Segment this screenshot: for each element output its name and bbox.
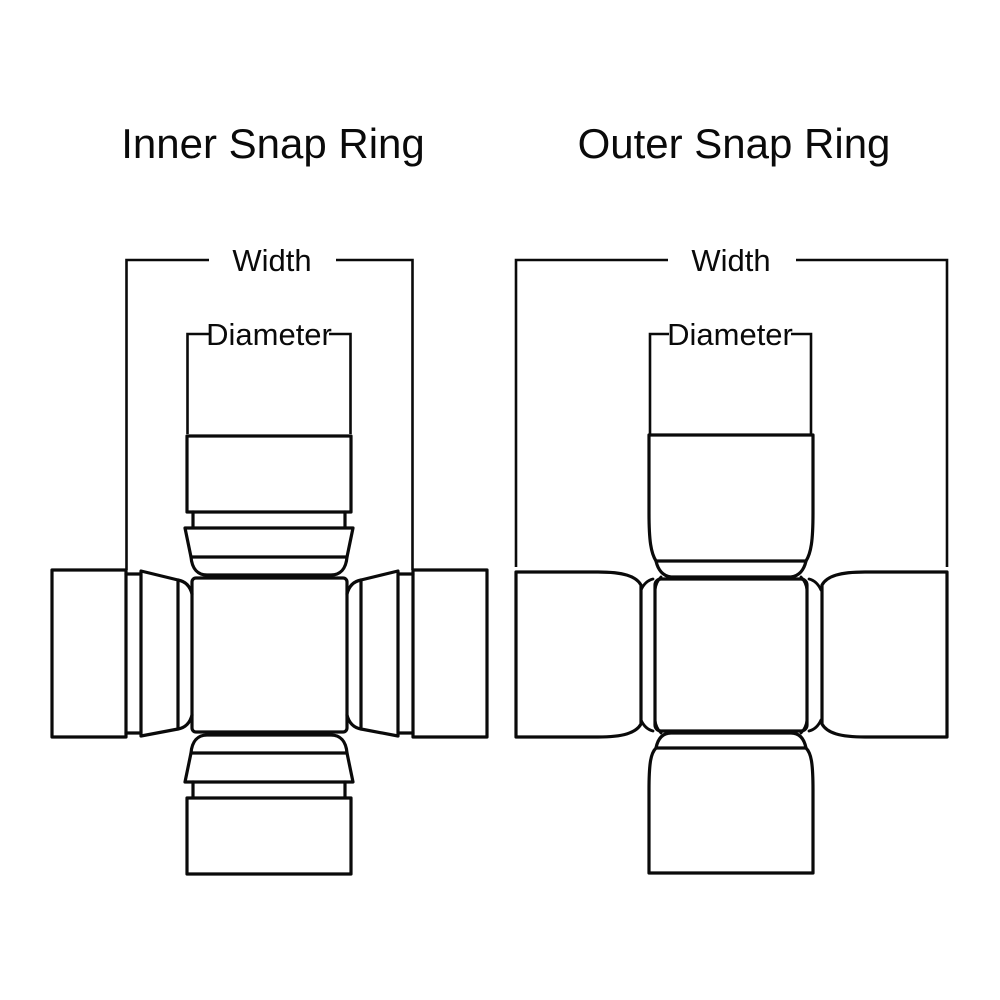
inner-bottom-bearing-cap: [185, 796, 353, 876]
outer-corner-fillet-curves: [639, 575, 823, 735]
outer-cross-body: [653, 577, 809, 733]
inner-right-groove-band: [396, 572, 415, 735]
inner-left-snap-ring-flange: [139, 569, 180, 738]
outer-diameter-label: Diameter: [667, 317, 793, 352]
inner-bottom-bearing-seat: [189, 733, 349, 755]
inner-left-groove-band: [124, 572, 143, 735]
inner-diameter-bracket: [186, 332, 352, 434]
outer-diameter-bracket: [648, 332, 813, 434]
inner-top-groove-band: [191, 510, 347, 530]
inner-right-snap-ring-flange: [359, 569, 400, 738]
outer-width-label: Width: [691, 243, 770, 278]
inner-width-label: Width: [232, 243, 311, 278]
outer-right-bearing-cap: [820, 570, 949, 739]
outer-left-bearing-cap: [514, 570, 643, 739]
outer-figure-title: Outer Snap Ring: [578, 120, 891, 167]
inner-cross-body: [190, 576, 349, 734]
outer-bottom-bearing-cap: [647, 731, 815, 875]
inner-bottom-snap-ring-flange: [183, 751, 355, 784]
inner-top-snap-ring-flange: [183, 526, 355, 559]
inner-left-bearing-cap: [50, 568, 128, 739]
inner-diameter-label: Diameter: [206, 317, 332, 352]
inner-snap-ring-figure: Inner Snap Ring Width Diameter: [50, 120, 489, 876]
inner-top-bearing-cap: [185, 434, 353, 514]
inner-width-bracket: [125, 258, 414, 570]
outer-top-bearing-cap: [647, 433, 815, 579]
inner-left-fillet-curves: [176, 578, 194, 731]
inner-right-bearing-cap: [411, 568, 489, 739]
inner-figure-title: Inner Snap Ring: [121, 120, 425, 167]
inner-bottom-groove-band: [191, 780, 347, 800]
outer-width-bracket: [514, 258, 949, 567]
outer-snap-ring-figure: Outer Snap Ring Width Diameter: [514, 120, 949, 875]
inner-right-fillet-curves: [345, 578, 363, 731]
inner-top-bearing-seat: [189, 555, 349, 577]
